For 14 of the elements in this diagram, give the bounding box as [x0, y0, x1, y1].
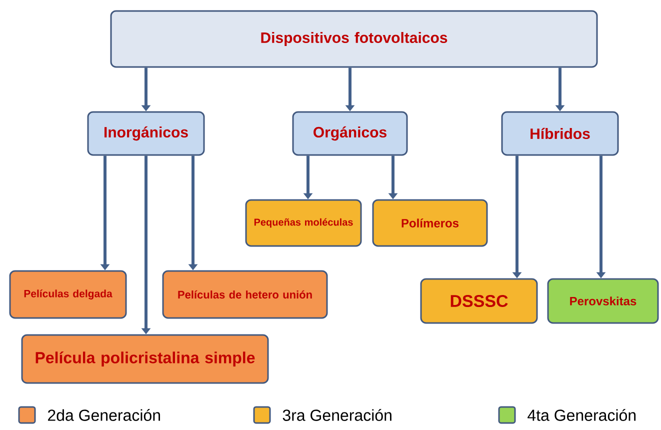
category-box: Orgánicos [292, 111, 408, 156]
category-box: Películas de hetero unión [162, 270, 328, 319]
category-box: Película policristalina simple [21, 334, 269, 384]
category-box: Híbridos [501, 111, 619, 156]
category-box: Polímeros [372, 199, 488, 247]
category-box: Dispositivos fotovoltaicos [110, 10, 598, 68]
category-box: DSSSC [420, 278, 538, 324]
category-box: Películas delgada [9, 270, 127, 319]
legend-label: 3ra Generación [282, 409, 392, 421]
category-box: Inorgánicos [87, 111, 205, 156]
category-box: Perovskitas [547, 278, 659, 324]
legend-label: 4ta Generación [528, 409, 636, 421]
legend-label: 2da Generación [48, 409, 160, 421]
category-box: Pequeñas moléculas [245, 199, 362, 247]
